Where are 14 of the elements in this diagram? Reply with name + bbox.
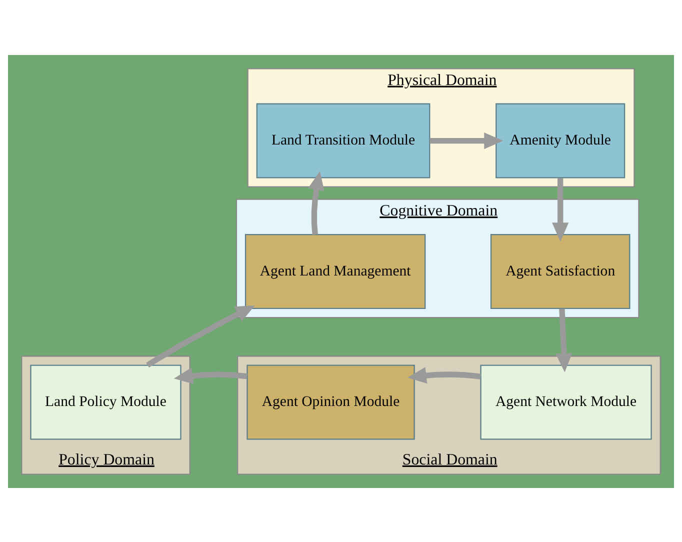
arrow xyxy=(174,367,248,384)
node-box: Agent Opinion Module xyxy=(246,364,415,440)
node-box: Land Policy Module xyxy=(30,364,182,440)
node-box: Amenity Module xyxy=(496,102,626,178)
node-box: Agent Satisfaction xyxy=(490,234,630,308)
node-box: Agent Network Module xyxy=(480,364,652,440)
arrow xyxy=(556,308,572,372)
arrow xyxy=(308,170,324,234)
arrow xyxy=(430,132,504,149)
arrow xyxy=(407,366,482,384)
node-box: Land Transition Module xyxy=(256,102,430,178)
arrow xyxy=(146,304,255,368)
node-box: Agent Land Management xyxy=(244,234,426,308)
arrow xyxy=(552,178,569,242)
